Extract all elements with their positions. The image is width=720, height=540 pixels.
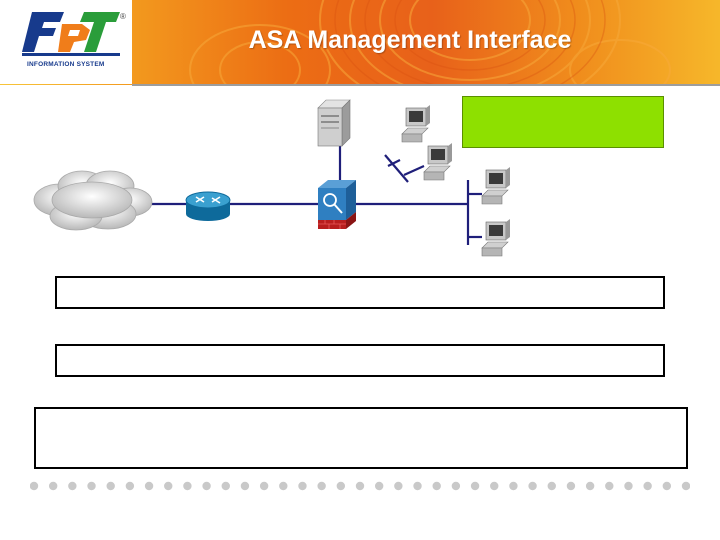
cloud-icon (33, 170, 153, 231)
workstation-icon (481, 167, 510, 205)
network-links (150, 145, 482, 245)
dot-divider (30, 481, 690, 491)
fpt-logo: ® INFORMATION SYSTEM (0, 0, 132, 84)
server-icon (317, 99, 351, 147)
divider-dot (394, 481, 403, 491)
divider-dot (432, 481, 441, 491)
text-box-3 (34, 407, 688, 469)
divider-dot (279, 481, 288, 491)
workstation-icon (481, 219, 510, 257)
divider-dot (624, 481, 633, 491)
divider-dot (106, 481, 115, 491)
router-icon (185, 191, 231, 221)
slide-header: ® INFORMATION SYSTEM ASA Management Inte… (0, 0, 720, 85)
divider-dot (605, 481, 614, 491)
divider-dot (259, 481, 269, 491)
divider-dot (355, 481, 365, 491)
divider-dot (125, 481, 135, 491)
network-diagram (33, 99, 510, 257)
divider-dot (68, 481, 77, 491)
divider-dot (298, 481, 307, 491)
divider-dot (374, 481, 384, 491)
divider-dot (470, 481, 480, 491)
divider-dot (87, 481, 96, 491)
divider-dot (30, 481, 39, 491)
divider-dot (451, 481, 461, 491)
divider-dot (202, 481, 211, 491)
text-box-1 (55, 276, 665, 309)
divider-dot (221, 481, 230, 491)
divider-dot (164, 481, 173, 491)
green-callout-box (462, 96, 664, 148)
divider-dot (317, 481, 326, 491)
divider-dot (643, 481, 652, 491)
workstation-icon (423, 143, 452, 181)
text-box-2 (55, 344, 665, 377)
divider-dot (413, 481, 422, 491)
fpt-logo-mark (22, 12, 120, 56)
divider-dot (490, 481, 499, 491)
divider-dot (48, 481, 58, 491)
divider-dot (336, 481, 346, 491)
divider-dot (183, 481, 192, 491)
header-background-pattern (189, 0, 671, 85)
divider-dot (681, 481, 690, 491)
divider-dot (509, 481, 518, 491)
divider-dot (547, 481, 556, 491)
divider-dot (528, 481, 537, 491)
divider-dot (144, 481, 154, 491)
workstation-icon (401, 105, 430, 143)
divider-dot (662, 481, 672, 491)
divider-dot (566, 481, 576, 491)
firewall-icon (318, 180, 356, 229)
logo-caption: INFORMATION SYSTEM (27, 61, 105, 68)
divider-dot (585, 481, 595, 491)
divider-dot (240, 481, 250, 491)
trademark-symbol: ® (120, 12, 126, 21)
header-divider (132, 84, 720, 86)
page-title: ASA Management Interface (248, 26, 572, 54)
